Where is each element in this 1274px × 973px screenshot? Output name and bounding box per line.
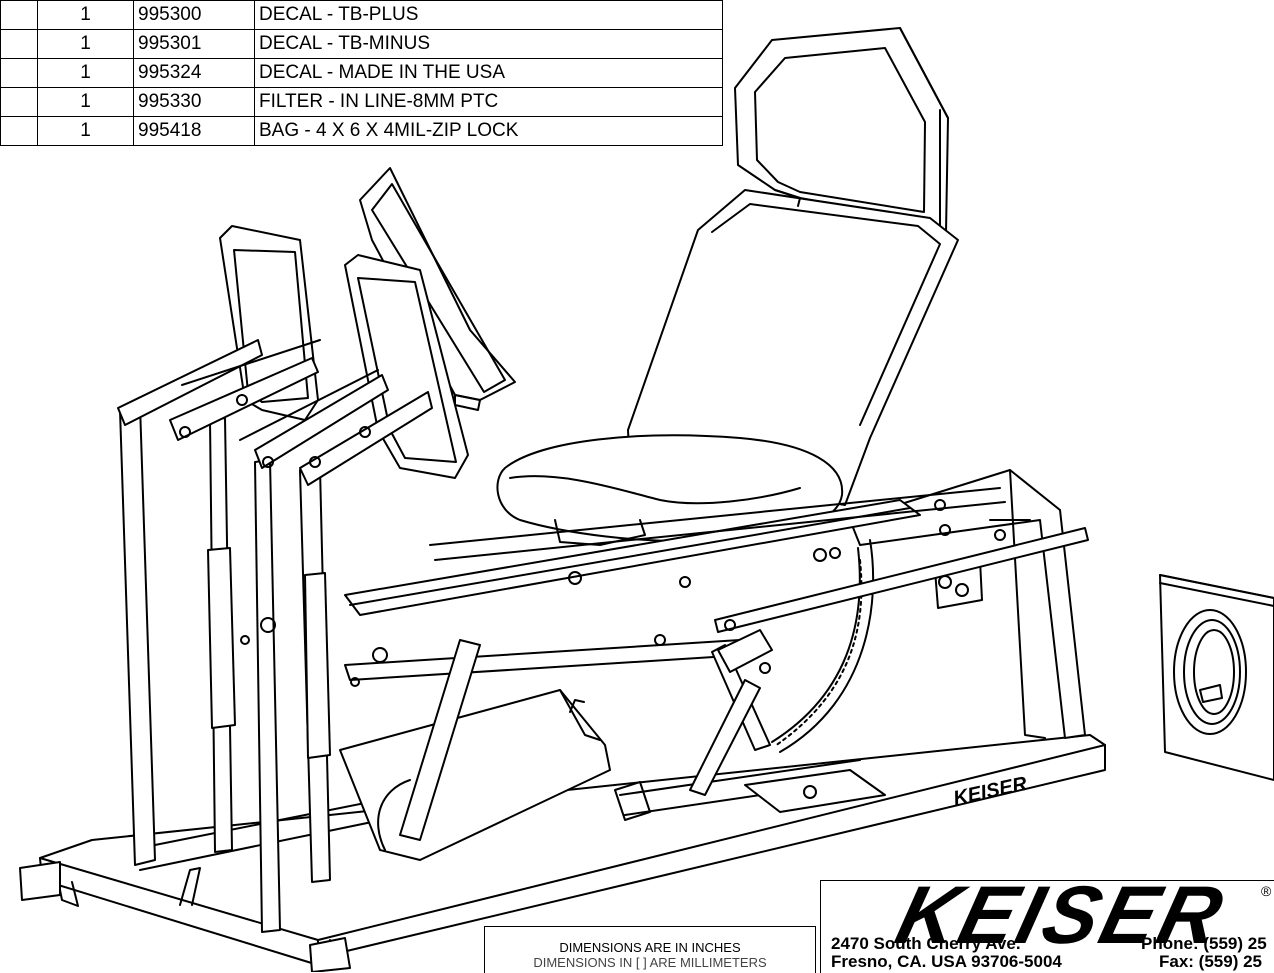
table-row: 1 995418 BAG - 4 X 6 X 4MIL-ZIP LOCK bbox=[0, 116, 723, 146]
phone-number: Phone: (559) 25 bbox=[1141, 934, 1267, 953]
description-cell: BAG - 4 X 6 X 4MIL-ZIP LOCK bbox=[254, 116, 723, 146]
address-line-2: Fresno, CA. USA 93706-5004 bbox=[831, 952, 1062, 971]
qty-cell: 1 bbox=[37, 116, 134, 146]
base-plate bbox=[744, 769, 886, 813]
dimensions-units-mm: DIMENSIONS IN [ ] ARE MILLIMETERS bbox=[533, 955, 767, 970]
dimensions-units-inches: DIMENSIONS ARE IN INCHES bbox=[559, 940, 741, 955]
bolt-heads bbox=[240, 499, 1006, 687]
table-cell-empty bbox=[0, 87, 38, 117]
description-cell: DECAL - TB-PLUS bbox=[254, 0, 723, 30]
description-cell: DECAL - TB-MINUS bbox=[254, 29, 723, 59]
part-number-cell: 995300 bbox=[133, 0, 255, 30]
table-row: 1 995330 FILTER - IN LINE-8MM PTC bbox=[0, 87, 723, 117]
zip-lock-bag bbox=[1159, 574, 1274, 781]
description-cell: DECAL - MADE IN THE USA bbox=[254, 58, 723, 88]
dimensions-note: DIMENSIONS ARE IN INCHES DIMENSIONS IN [… bbox=[484, 926, 816, 973]
parts-table: 1 995300 DECAL - TB-PLUS 1 995301 DECAL … bbox=[0, 0, 723, 146]
part-number-cell: 995324 bbox=[133, 58, 255, 88]
registered-mark: ® bbox=[1261, 883, 1272, 899]
cam-sprocket bbox=[771, 539, 875, 753]
table-row: 1 995301 DECAL - TB-MINUS bbox=[0, 29, 723, 59]
table-cell-empty bbox=[0, 58, 38, 88]
table-cell-empty bbox=[0, 116, 38, 146]
fax-number: Fax: (559) 25 bbox=[1159, 952, 1262, 971]
linkage-arms bbox=[344, 629, 773, 841]
part-number-cell: 995418 bbox=[133, 116, 255, 146]
table-row: 1 995324 DECAL - MADE IN THE USA bbox=[0, 58, 723, 88]
part-number-cell: 995330 bbox=[133, 87, 255, 117]
headrest bbox=[734, 27, 949, 233]
description-cell: FILTER - IN LINE-8MM PTC bbox=[254, 87, 723, 117]
foot-plate-arms bbox=[117, 339, 433, 486]
title-block: KEISER ® 2470 South Cherry Ave. Fresno, … bbox=[820, 880, 1274, 973]
address-line-1: 2470 South Cherry Ave. bbox=[831, 934, 1021, 953]
seat-rail bbox=[344, 487, 1089, 633]
